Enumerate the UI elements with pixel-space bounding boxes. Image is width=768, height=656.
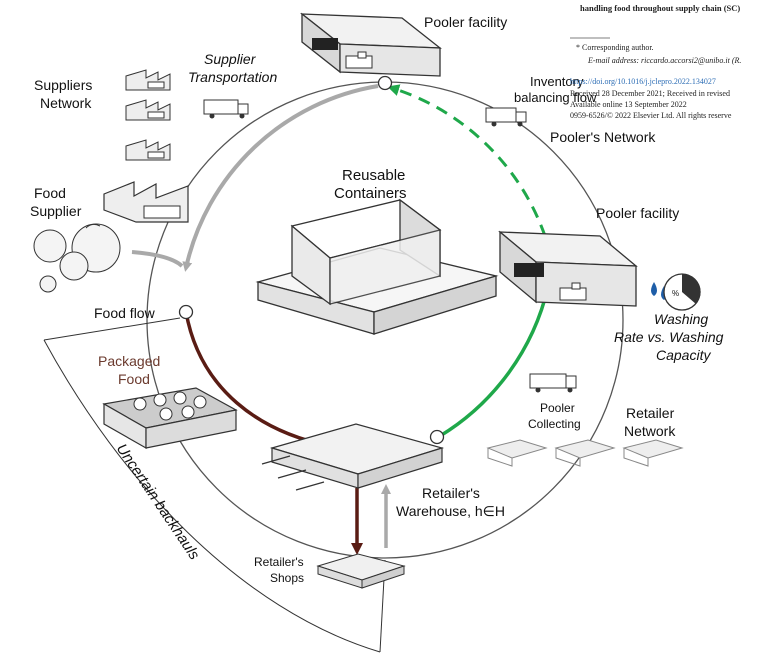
backhaul-boundary-outer — [43, 339, 381, 653]
reusable-containers-label: Reusable — [342, 167, 405, 184]
washing-gauge-icon: % — [663, 273, 701, 311]
retailers-warehouse-label-2: Warehouse, h∈H — [396, 503, 505, 519]
food-supplier-label: Food — [34, 185, 66, 201]
paper-email: E-mail address: riccardo.accorsi2@unibo.… — [587, 56, 741, 65]
washing-rate-label-3: Capacity — [656, 347, 711, 363]
paper-excerpt: handling food throughout supply chain (S… — [570, 3, 741, 120]
supplier-transportation-label: Supplier — [204, 51, 257, 67]
backhaul-boundary-top — [43, 317, 181, 341]
washing-rate-label: Washing — [654, 311, 708, 327]
packaged-food-label-2: Food — [118, 371, 150, 387]
pooler-collecting-arrow — [439, 282, 553, 438]
paper-available: Available online 13 September 2022 — [570, 100, 687, 109]
inventory-balancing-label-2: balancing flow — [514, 90, 597, 105]
supplier-transportation-label-2: Transportation — [188, 69, 277, 85]
gauge-percent-label: % — [672, 289, 679, 298]
inventory-balancing-arrow — [387, 84, 547, 237]
supplier-transport-arrow — [182, 84, 379, 272]
paper-received: Received 28 December 2021; Received in r… — [570, 89, 730, 98]
node-pooler-collecting — [429, 429, 445, 445]
reusable-container-icon — [255, 198, 499, 335]
supplier-factory-icon — [125, 99, 171, 121]
food-flow-label: Food flow — [94, 305, 156, 321]
pooler-collecting-label-2: Collecting — [528, 417, 581, 431]
inventory-balancing-label: Inventory — [530, 74, 584, 89]
retailer-pallet-icon — [622, 439, 684, 467]
food-supplier-feed-arrow — [131, 250, 184, 268]
retailer-pallet-icon — [554, 439, 616, 467]
retailer-pallet-icon — [486, 439, 548, 467]
paper-corresponding: * Corresponding author. — [576, 43, 654, 52]
packaged-food-crate-icon — [102, 387, 238, 450]
paper-doi-link[interactable]: https://doi.org/10.1016/j.jclepro.2022.1… — [570, 77, 716, 86]
pooler-facility-right-icon — [498, 230, 638, 307]
paper-copyright: 0959-6526/© 2022 Elsevier Ltd. All right… — [570, 111, 732, 120]
truck-icon — [203, 99, 249, 119]
uncertain-backhauls-label: Uncertain backhauls — [113, 441, 203, 564]
packaged-food-label: Packaged — [98, 353, 160, 369]
retailers-shops-label: Retailer's — [254, 555, 304, 569]
food-supplier-factory-icon — [103, 181, 189, 223]
pooler-collecting-label: Pooler — [540, 401, 575, 415]
retailers-shops-label-2: Shops — [270, 571, 304, 585]
node-pooler-top — [377, 75, 393, 91]
pooler-facility-top-icon — [300, 12, 442, 77]
paper-line-top: handling food throughout supply chain (S… — [580, 3, 740, 13]
food-supplier-label-2: Supplier — [30, 203, 82, 219]
poolers-network-label: Pooler's Network — [550, 129, 656, 145]
reusable-containers-label-2: Containers — [334, 185, 407, 202]
retailers-warehouse-label: Retailer's — [422, 485, 480, 501]
supplier-factory-icon — [125, 69, 171, 91]
truck-icon — [529, 373, 577, 393]
retailer-network-label: Retailer — [626, 405, 675, 421]
suppliers-network-label-2: Network — [40, 95, 92, 111]
pooler-facility-right-label: Pooler facility — [596, 205, 679, 221]
retailer-shop-icon — [316, 553, 406, 589]
retailer-warehouse-icon — [261, 423, 445, 491]
retailer-network-label-2: Network — [624, 423, 676, 439]
washing-rate-label-2: Rate vs. Washing — [614, 329, 724, 345]
suppliers-network-label: Suppliers — [34, 77, 92, 93]
supplier-factory-icon — [125, 139, 171, 161]
truck-icon — [485, 107, 527, 127]
pooler-facility-top-label: Pooler facility — [424, 14, 507, 30]
node-food-flow — [178, 304, 194, 320]
fruit-icon — [33, 223, 121, 293]
